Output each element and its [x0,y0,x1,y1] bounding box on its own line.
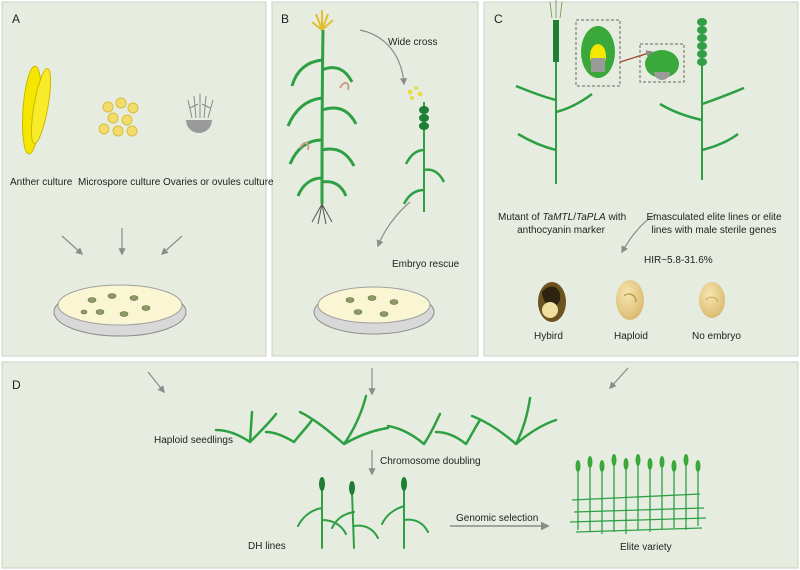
arrow-embryo-rescue [376,201,411,248]
elite-zoom-box [639,43,685,83]
panel-b-label: B [281,12,290,26]
emasculated-label: Emasculated elite lines or elite lines w… [632,211,796,237]
gene-slash: / [573,212,577,223]
arrow-a-right [160,235,183,255]
elite-variety-spikes-icon [575,454,701,472]
no-embryo-seed-icon [699,282,725,318]
arrow-d-left [147,371,165,394]
emasculated-line2: lines with male sterile genes [651,225,777,236]
petri-dish-b [313,286,435,335]
wheat-plant-mutant [515,0,593,184]
hybrid-label: Hybird [534,331,563,342]
arrow-wide-cross [359,29,408,86]
mutant-line2: anthocyanin marker [517,225,605,236]
pollen-dots [407,86,423,100]
elite-variety-field-icon [569,464,707,534]
haploid-seed-icon [616,280,644,320]
wheat-spike-plant-b [402,102,446,212]
mutant-prefix: Mutant of [498,212,543,223]
mutant-suffix: with [605,212,627,223]
genomic-selection-label: Genomic selection [456,513,539,524]
ovary-icon [186,94,214,133]
hybrid-seed-icon [538,282,566,322]
dh-lines-icon [297,487,429,549]
emasculated-line1: Emasculated elite lines or elite [646,212,782,223]
maize-plant [286,10,358,225]
panel-a-label: A [12,12,21,26]
mutant-grain-icon [581,26,615,78]
arrow-a-left [61,235,84,255]
petri-dish-a [53,284,187,337]
anther-icon [22,65,52,155]
microspore-icon [98,97,139,137]
wheat-plant-elite [659,18,745,180]
mutant-zoom-box [575,19,621,87]
chromosome-doubling-label: Chromosome doubling [380,456,481,467]
haploid-seedlings-icon [214,394,558,446]
haploid-label: Haploid [614,331,648,342]
wide-cross-label: Wide cross [388,37,438,48]
panel-c [483,1,799,357]
microspore-culture-label: Microspore culture [78,177,161,188]
gene-tamtl: TaMTL [542,212,574,223]
elite-floret-icon [645,50,679,80]
panel-d-label: D [12,378,21,392]
anther-culture-label: Anther culture [10,177,73,188]
haploid-seedlings-label: Haploid seedlings [154,435,233,446]
dh-lines-label: DH lines [248,541,286,552]
arrow-hir [621,213,657,254]
elite-variety-label: Elite variety [620,542,672,553]
mutant-label: Mutant of TaMTL/TaPLA with anthocyanin m… [498,211,627,237]
embryo-rescue-label: Embryo rescue [392,259,460,270]
arrow-d-right [609,367,629,390]
dh-spikes-icon [319,477,407,495]
gene-tapla: TaPLA [576,212,606,223]
hir-label: HIR~5.8-31.6% [644,255,713,266]
arrow-pollinate [619,50,654,63]
panel-d [1,361,799,569]
no-embryo-label: No embryo [692,331,741,342]
ovaries-culture-label: Ovaries or ovules culture [163,177,274,188]
panel-c-label: C [494,12,503,26]
